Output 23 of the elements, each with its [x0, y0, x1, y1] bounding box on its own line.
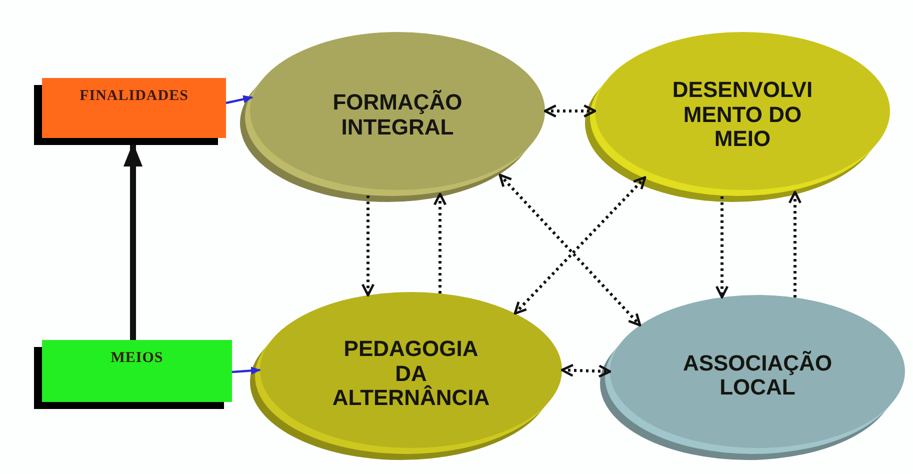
- arrow: [544, 104, 596, 118]
- ellipse-label: PEDAGOGIA DA ALTERNÂNCIA: [331, 337, 491, 411]
- arrow: [715, 196, 729, 298]
- ellipse-label: FORMAÇÃO INTEGRAL: [332, 90, 464, 140]
- arrow: [232, 366, 261, 375]
- ellipse-node: [600, 295, 905, 460]
- arrow: [361, 196, 375, 296]
- box-label: FINALIDADES: [80, 88, 188, 105]
- rectangle-box: [42, 340, 232, 402]
- arrow: [123, 142, 143, 340]
- arrow: [433, 192, 447, 294]
- arrow: [498, 174, 642, 326]
- ellipse-label: DESENVOLVI MENTO DO MEIO: [671, 78, 814, 152]
- ellipse-node: [250, 292, 562, 460]
- ellipse-node: [585, 32, 890, 202]
- box-label: MEIOS: [110, 350, 164, 367]
- arrow: [560, 364, 612, 378]
- ellipse-node: [240, 32, 545, 202]
- ellipse-label: ASSOCIAÇÃO LOCAL: [682, 350, 834, 400]
- arrow: [514, 176, 646, 315]
- arrow: [226, 95, 254, 104]
- arrow: [788, 190, 802, 298]
- rectangle-box: [42, 78, 226, 138]
